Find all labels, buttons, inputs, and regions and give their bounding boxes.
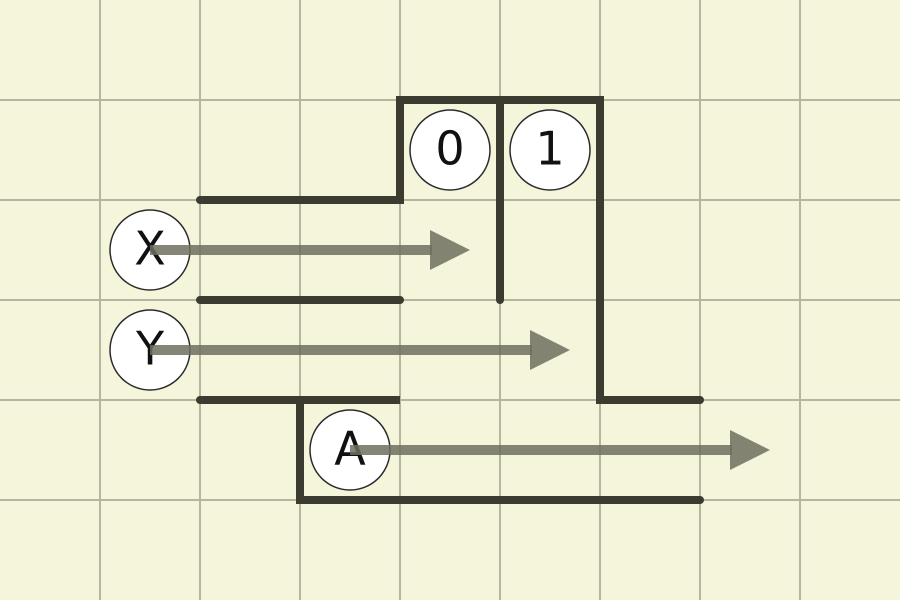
arrow-right-icon [730,430,770,470]
digit-0-label: 0 [435,122,464,176]
walls [196,96,704,504]
digit-1-circle [509,109,591,191]
signal-arrow-x [150,230,470,270]
arrow-right-icon [530,330,570,370]
wall-bottom-channel [196,396,704,504]
signal-arrow-y [150,330,570,370]
digit-0-node[interactable]: 0 [409,109,491,191]
signal-arrow-a [350,430,770,470]
digit-0-circle [409,109,491,191]
digit-1-label: 1 [535,122,564,176]
arrow-right-icon [430,230,470,270]
digit-1-node[interactable]: 1 [509,109,591,191]
